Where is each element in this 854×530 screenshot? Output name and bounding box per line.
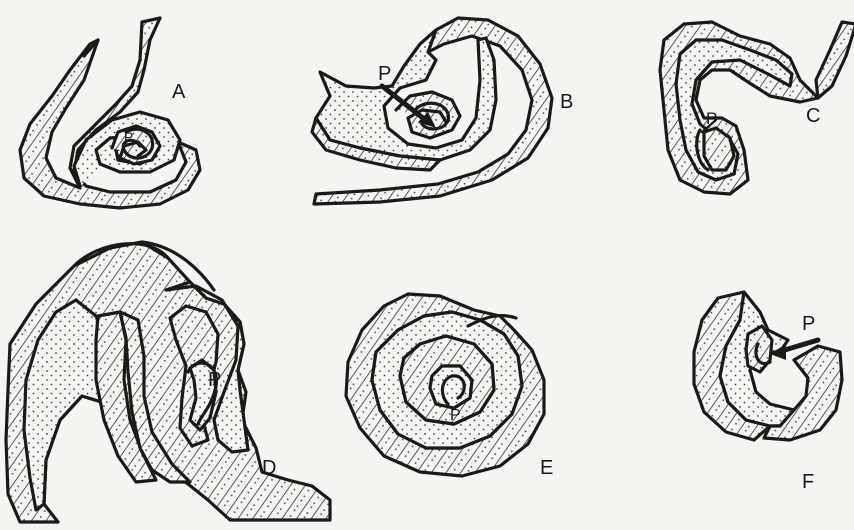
panel-a-label: A bbox=[172, 81, 186, 103]
panel-e-pin-label: P bbox=[450, 407, 461, 424]
panel-d-label: D bbox=[262, 457, 276, 479]
panel-d-pin-label: P bbox=[208, 369, 221, 391]
panel-b-fold bbox=[312, 18, 552, 204]
panel-b-pin-label: P bbox=[378, 63, 391, 85]
panel-e-fold bbox=[346, 294, 544, 476]
panel-c-pin-label: P bbox=[706, 109, 717, 128]
panel-f-label: F bbox=[802, 471, 814, 493]
panel-c-label: C bbox=[806, 105, 820, 127]
panel-f-pin-label: P bbox=[802, 313, 815, 335]
panel-e-label: E bbox=[540, 457, 553, 479]
panel-c-fold bbox=[660, 22, 854, 194]
panel-d-fold bbox=[6, 242, 330, 522]
panel-a-fold: P bbox=[20, 18, 200, 208]
panel-a-pin-label: P bbox=[124, 129, 133, 145]
panel-b-label: B bbox=[560, 91, 573, 113]
panel-f-fold bbox=[694, 292, 842, 440]
